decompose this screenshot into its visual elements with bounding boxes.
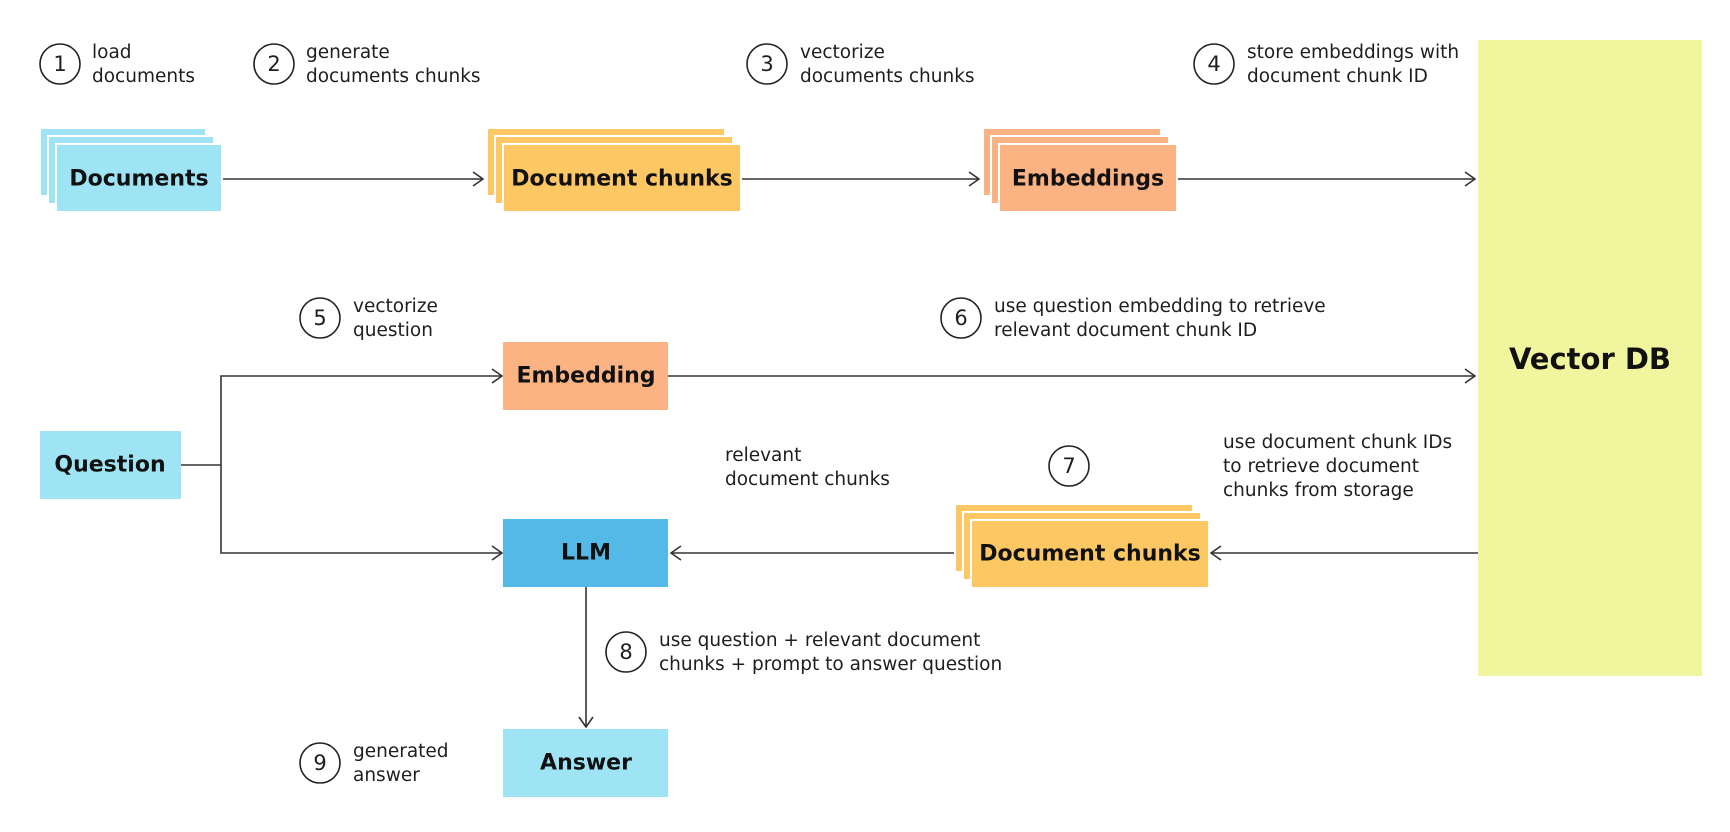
step-2-line-1: generate [306,42,390,63]
step-6-text: use question embedding to retrieve relev… [994,296,1332,341]
step-6: 6 use question embedding to retrieve rel… [940,296,1332,341]
step-9: 9 generated answer [299,741,454,786]
documents-label: Documents [69,167,208,192]
step-3-text: vectorize documents chunks [800,42,975,87]
step-5-number: 5 [313,306,326,330]
step-8-text: use question + relevant document chunks … [659,630,1002,675]
embedding-box [503,342,668,410]
step-5-line-2: question [353,320,433,341]
step-7-line-2: to retrieve document [1223,456,1419,477]
relevant-chunks-line-2: document chunks [725,469,890,490]
step-9-circle [299,742,341,784]
step-5-circle [299,297,341,339]
step-7-circle [1048,445,1090,487]
document-chunks-bottom-box [970,519,1210,589]
step-5: 5 vectorize question [299,296,444,341]
document-chunks-top-box [502,143,742,213]
step-8-line-1: use question + relevant document [659,630,980,651]
step-8-circle [605,631,647,673]
step-8-line-2: chunks + prompt to answer question [659,654,1002,675]
step-9-number: 9 [313,751,326,775]
step-7: 7 use document chunk IDs to retrieve doc… [1048,432,1458,501]
step-7-text: use document chunk IDs to retrieve docum… [1223,432,1458,501]
embeddings-box [998,143,1178,213]
step-6-line-1: use question embedding to retrieve [994,296,1326,317]
answer-box [503,729,668,797]
step-4-text: store embeddings with document chunk ID [1247,42,1465,87]
documents-box [55,143,223,213]
question-node: Question [40,431,181,499]
step-9-text: generated answer [353,741,454,786]
step-6-circle [940,297,982,339]
step-2-text: generate documents chunks [306,42,481,87]
document-chunks-bottom-node: Document chunks [954,503,1210,589]
step-2-number: 2 [267,52,280,76]
step-5-text: vectorize question [353,296,444,341]
step-3-line-1: vectorize [800,42,885,63]
arrow-question-to-embedding [220,376,502,465]
step-8: 8 use question + relevant document chunk… [605,630,1002,675]
step-3-circle [746,43,788,85]
documents-node: Documents [39,127,223,213]
document-chunks-bottom-label: Document chunks [979,542,1201,567]
embeddings-node: Embeddings [982,127,1178,213]
step-4-line-2: document chunk ID [1247,66,1428,87]
embeddings-label: Embeddings [1012,167,1164,192]
step-7-line-1: use document chunk IDs [1223,432,1452,453]
step-3-line-2: documents chunks [800,66,975,87]
llm-label: LLM [561,541,611,566]
relevant-chunks-annotation: relevant document chunks [725,445,890,490]
vector-db-node: Vector DB [1478,40,1702,676]
embedding-label: Embedding [516,364,655,389]
step-9-line-1: generated [353,741,449,762]
step-9-line-2: answer [353,765,420,786]
step-1: 1 load documents [39,42,195,87]
step-1-number: 1 [53,52,66,76]
question-label: Question [54,453,165,478]
relevant-chunks-line-1: relevant [725,445,801,466]
step-7-number: 7 [1062,454,1075,478]
question-box [40,431,181,499]
step-1-line-1: load [92,42,132,63]
step-4: 4 store embeddings with document chunk I… [1193,42,1465,87]
step-6-number: 6 [954,306,967,330]
answer-node: Answer [503,729,668,797]
step-2: 2 generate documents chunks [253,42,481,87]
step-8-number: 8 [619,640,632,664]
step-4-circle [1193,43,1235,85]
document-chunks-top-node: Document chunks [486,127,742,213]
document-chunks-top-label: Document chunks [511,167,733,192]
step-1-text: load documents [92,42,195,87]
embedding-node: Embedding [503,342,668,410]
llm-node: LLM [503,519,668,587]
vector-db-box [1478,40,1702,676]
step-1-circle [39,43,81,85]
step-2-circle [253,43,295,85]
arrow-question-to-llm [220,465,502,553]
vector-db-label: Vector DB [1509,342,1671,376]
step-3-number: 3 [760,52,773,76]
step-2-line-2: documents chunks [306,66,481,87]
step-4-line-1: store embeddings with [1247,42,1459,63]
step-4-number: 4 [1207,52,1220,76]
llm-box [503,519,668,587]
step-5-line-1: vectorize [353,296,438,317]
answer-label: Answer [540,751,632,776]
step-7-line-3: chunks from storage [1223,480,1414,501]
step-3: 3 vectorize documents chunks [746,42,975,87]
step-1-line-2: documents [92,66,195,87]
step-6-line-2: relevant document chunk ID [994,320,1257,341]
